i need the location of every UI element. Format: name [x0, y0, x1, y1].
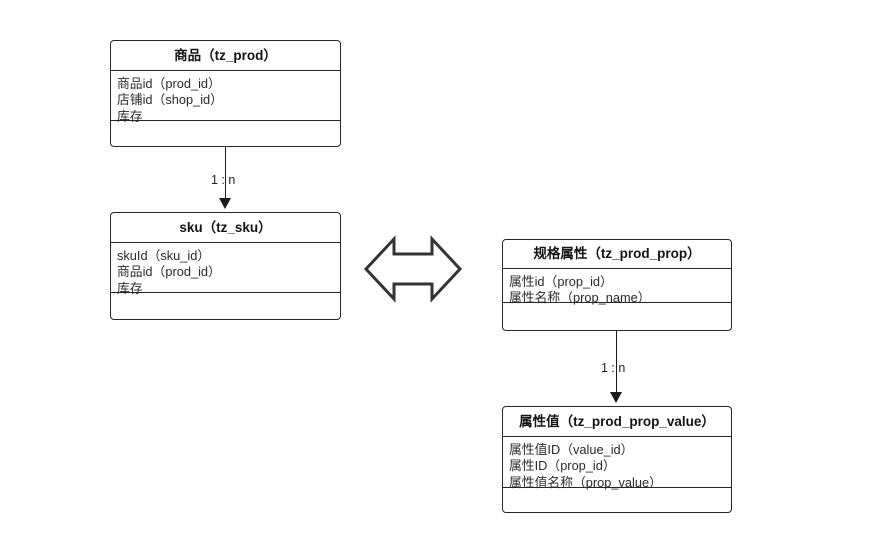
- field-row: 库存: [117, 108, 143, 124]
- connector-line: [616, 331, 617, 393]
- entity-footer-tz-prod-prop: [503, 303, 731, 330]
- arrowhead-down-icon: [219, 198, 231, 209]
- entity-box-tz-sku[interactable]: sku（tz_sku） skuId（sku_id） 商品id（prod_id） …: [110, 212, 341, 320]
- arrowhead-down-icon: [610, 392, 622, 403]
- entity-fields-tz-prod: 商品id（prod_id） 店铺id（shop_id） 库存: [111, 71, 340, 124]
- field-row: 属性值名称（prop_value）: [509, 474, 662, 490]
- field-row: 属性id（prop_id）: [509, 274, 613, 289]
- entity-footer-tz-prod-prop-value: [503, 488, 731, 512]
- field-row: skuId（sku_id）: [117, 248, 211, 263]
- entity-title-tz-sku: sku（tz_sku）: [111, 213, 340, 243]
- field-row: 属性名称（prop_name）: [509, 290, 651, 306]
- field-row: 商品id（prod_id）: [117, 264, 221, 280]
- cardinality-label: 1 : n: [211, 173, 236, 187]
- field-row: 库存: [117, 280, 143, 296]
- entity-fields-tz-sku: skuId（sku_id） 商品id（prod_id） 库存: [111, 243, 340, 296]
- field-row: 商品id（prod_id）: [117, 76, 221, 91]
- entity-box-tz-prod-prop[interactable]: 规格属性（tz_prod_prop） 属性id（prop_id） 属性名称（pr…: [502, 239, 732, 331]
- connector-line: [225, 147, 226, 199]
- entity-fields-tz-prod-prop: 属性id（prop_id） 属性名称（prop_name）: [503, 269, 731, 306]
- field-row: 属性ID（prop_id）: [509, 458, 616, 474]
- entity-box-tz-prod-prop-value[interactable]: 属性值（tz_prod_prop_value） 属性值ID（value_id） …: [502, 406, 732, 513]
- field-row: 属性值ID（value_id）: [509, 442, 634, 457]
- entity-footer-tz-prod: [111, 121, 340, 146]
- field-row: 店铺id（shop_id）: [117, 92, 223, 108]
- entity-title-tz-prod: 商品（tz_prod）: [111, 41, 340, 71]
- entity-fields-tz-prod-prop-value: 属性值ID（value_id） 属性ID（prop_id） 属性值名称（prop…: [503, 437, 731, 490]
- entity-box-tz-prod[interactable]: 商品（tz_prod） 商品id（prod_id） 店铺id（shop_id） …: [110, 40, 341, 147]
- entity-title-tz-prod-prop-value: 属性值（tz_prod_prop_value）: [503, 407, 731, 437]
- cardinality-label: 1 : n: [601, 361, 626, 375]
- entity-title-tz-prod-prop: 规格属性（tz_prod_prop）: [503, 240, 731, 269]
- entity-footer-tz-sku: [111, 293, 340, 319]
- double-headed-arrow-icon: [363, 232, 463, 306]
